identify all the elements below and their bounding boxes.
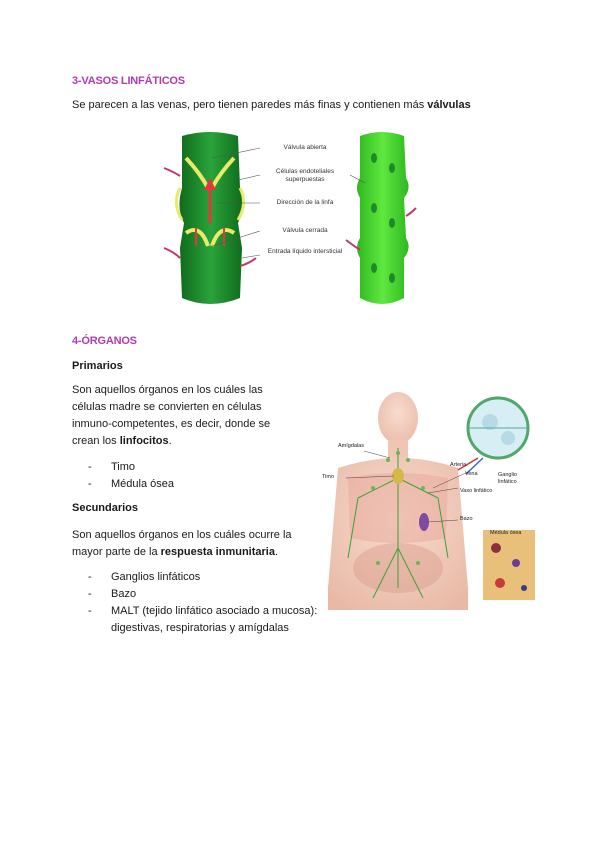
label-vaso: Vaso linfático bbox=[460, 488, 493, 494]
thymus-shape bbox=[392, 468, 404, 484]
primary-text-c: . bbox=[168, 435, 172, 447]
secondary-text-c: . bbox=[274, 546, 279, 558]
primary-list: -Timo -Médula ósea bbox=[88, 459, 174, 493]
intro-bold: válvulas bbox=[427, 99, 471, 111]
list-dash: - bbox=[88, 478, 92, 490]
section-4-heading: 4-ÓRGANOS bbox=[72, 335, 137, 347]
list-dash: - bbox=[88, 605, 92, 617]
label-endothelial: Células endoteliales superpuestas bbox=[275, 168, 335, 183]
label-timo: Timo bbox=[322, 474, 335, 480]
secondary-title: Secundarios bbox=[72, 502, 139, 514]
primary-text-a: Son aquellos órganos en los cuáles las c… bbox=[72, 384, 271, 447]
secondary-text-a: Son aquellos órganos en los cuáles ocurr… bbox=[72, 529, 292, 558]
section-3-heading: 3-VASOS LINFÁTICOS bbox=[72, 75, 185, 87]
lymphatic-organs-illustration bbox=[328, 392, 535, 610]
label-direction: Dirección de la linfa bbox=[276, 199, 334, 206]
label-amigdalas: Amígdalas bbox=[338, 443, 364, 449]
secondary-list: -Ganglios linfáticos -Bazo -MALT (tejido… bbox=[88, 569, 348, 637]
bone-marrow-inset bbox=[483, 530, 535, 600]
lymphatic-organs-figure: Amígdalas Timo Arteria Vena Ganglio linf… bbox=[318, 388, 538, 610]
primary-title: Primarios bbox=[72, 360, 123, 372]
section-3-intro: Se parecen a las venas, pero tienen pare… bbox=[72, 97, 532, 114]
label-medula: Médula ósea bbox=[490, 530, 522, 536]
human-body bbox=[328, 392, 468, 610]
list-item: -Bazo bbox=[88, 586, 348, 603]
vessel-exterior bbox=[345, 132, 417, 304]
label-ganglio: Ganglio linfático bbox=[498, 472, 517, 485]
vessel-cutaway bbox=[163, 132, 257, 304]
label-arteria: Arteria bbox=[450, 462, 467, 468]
intro-text: Se parecen a las venas, pero tienen pare… bbox=[72, 99, 428, 111]
label-vena: Vena bbox=[465, 471, 478, 477]
primary-text-bold: linfocitos bbox=[119, 435, 169, 447]
list-dash: - bbox=[88, 461, 92, 473]
spleen-shape bbox=[419, 513, 429, 531]
secondary-text: Son aquellos órganos en los cuáles ocurr… bbox=[72, 527, 300, 561]
label-bazo: Bazo bbox=[460, 516, 473, 522]
primary-text: Son aquellos órganos en los cuáles las c… bbox=[72, 382, 300, 450]
label-open-valve: Válvula abierta bbox=[283, 144, 327, 151]
list-dash: - bbox=[88, 588, 92, 600]
label-closed-valve: Válvula cerrada bbox=[282, 227, 328, 234]
lymph-vessel-figure: Válvula abierta Células endoteliales sup… bbox=[160, 128, 420, 308]
label-entry: Entrada líquido intersticial bbox=[267, 248, 343, 255]
secondary-text-bold: respuesta inmunitaria bbox=[160, 546, 275, 558]
list-item: -Timo bbox=[88, 459, 174, 476]
list-item: -MALT (tejido linfático asociado a mucos… bbox=[88, 605, 318, 634]
list-item: -Médula ósea bbox=[88, 476, 174, 493]
lymph-node-inset bbox=[457, 396, 530, 475]
lymph-vessel-illustration bbox=[163, 132, 417, 304]
list-dash: - bbox=[88, 571, 92, 583]
list-item: -Ganglios linfáticos bbox=[88, 569, 348, 586]
